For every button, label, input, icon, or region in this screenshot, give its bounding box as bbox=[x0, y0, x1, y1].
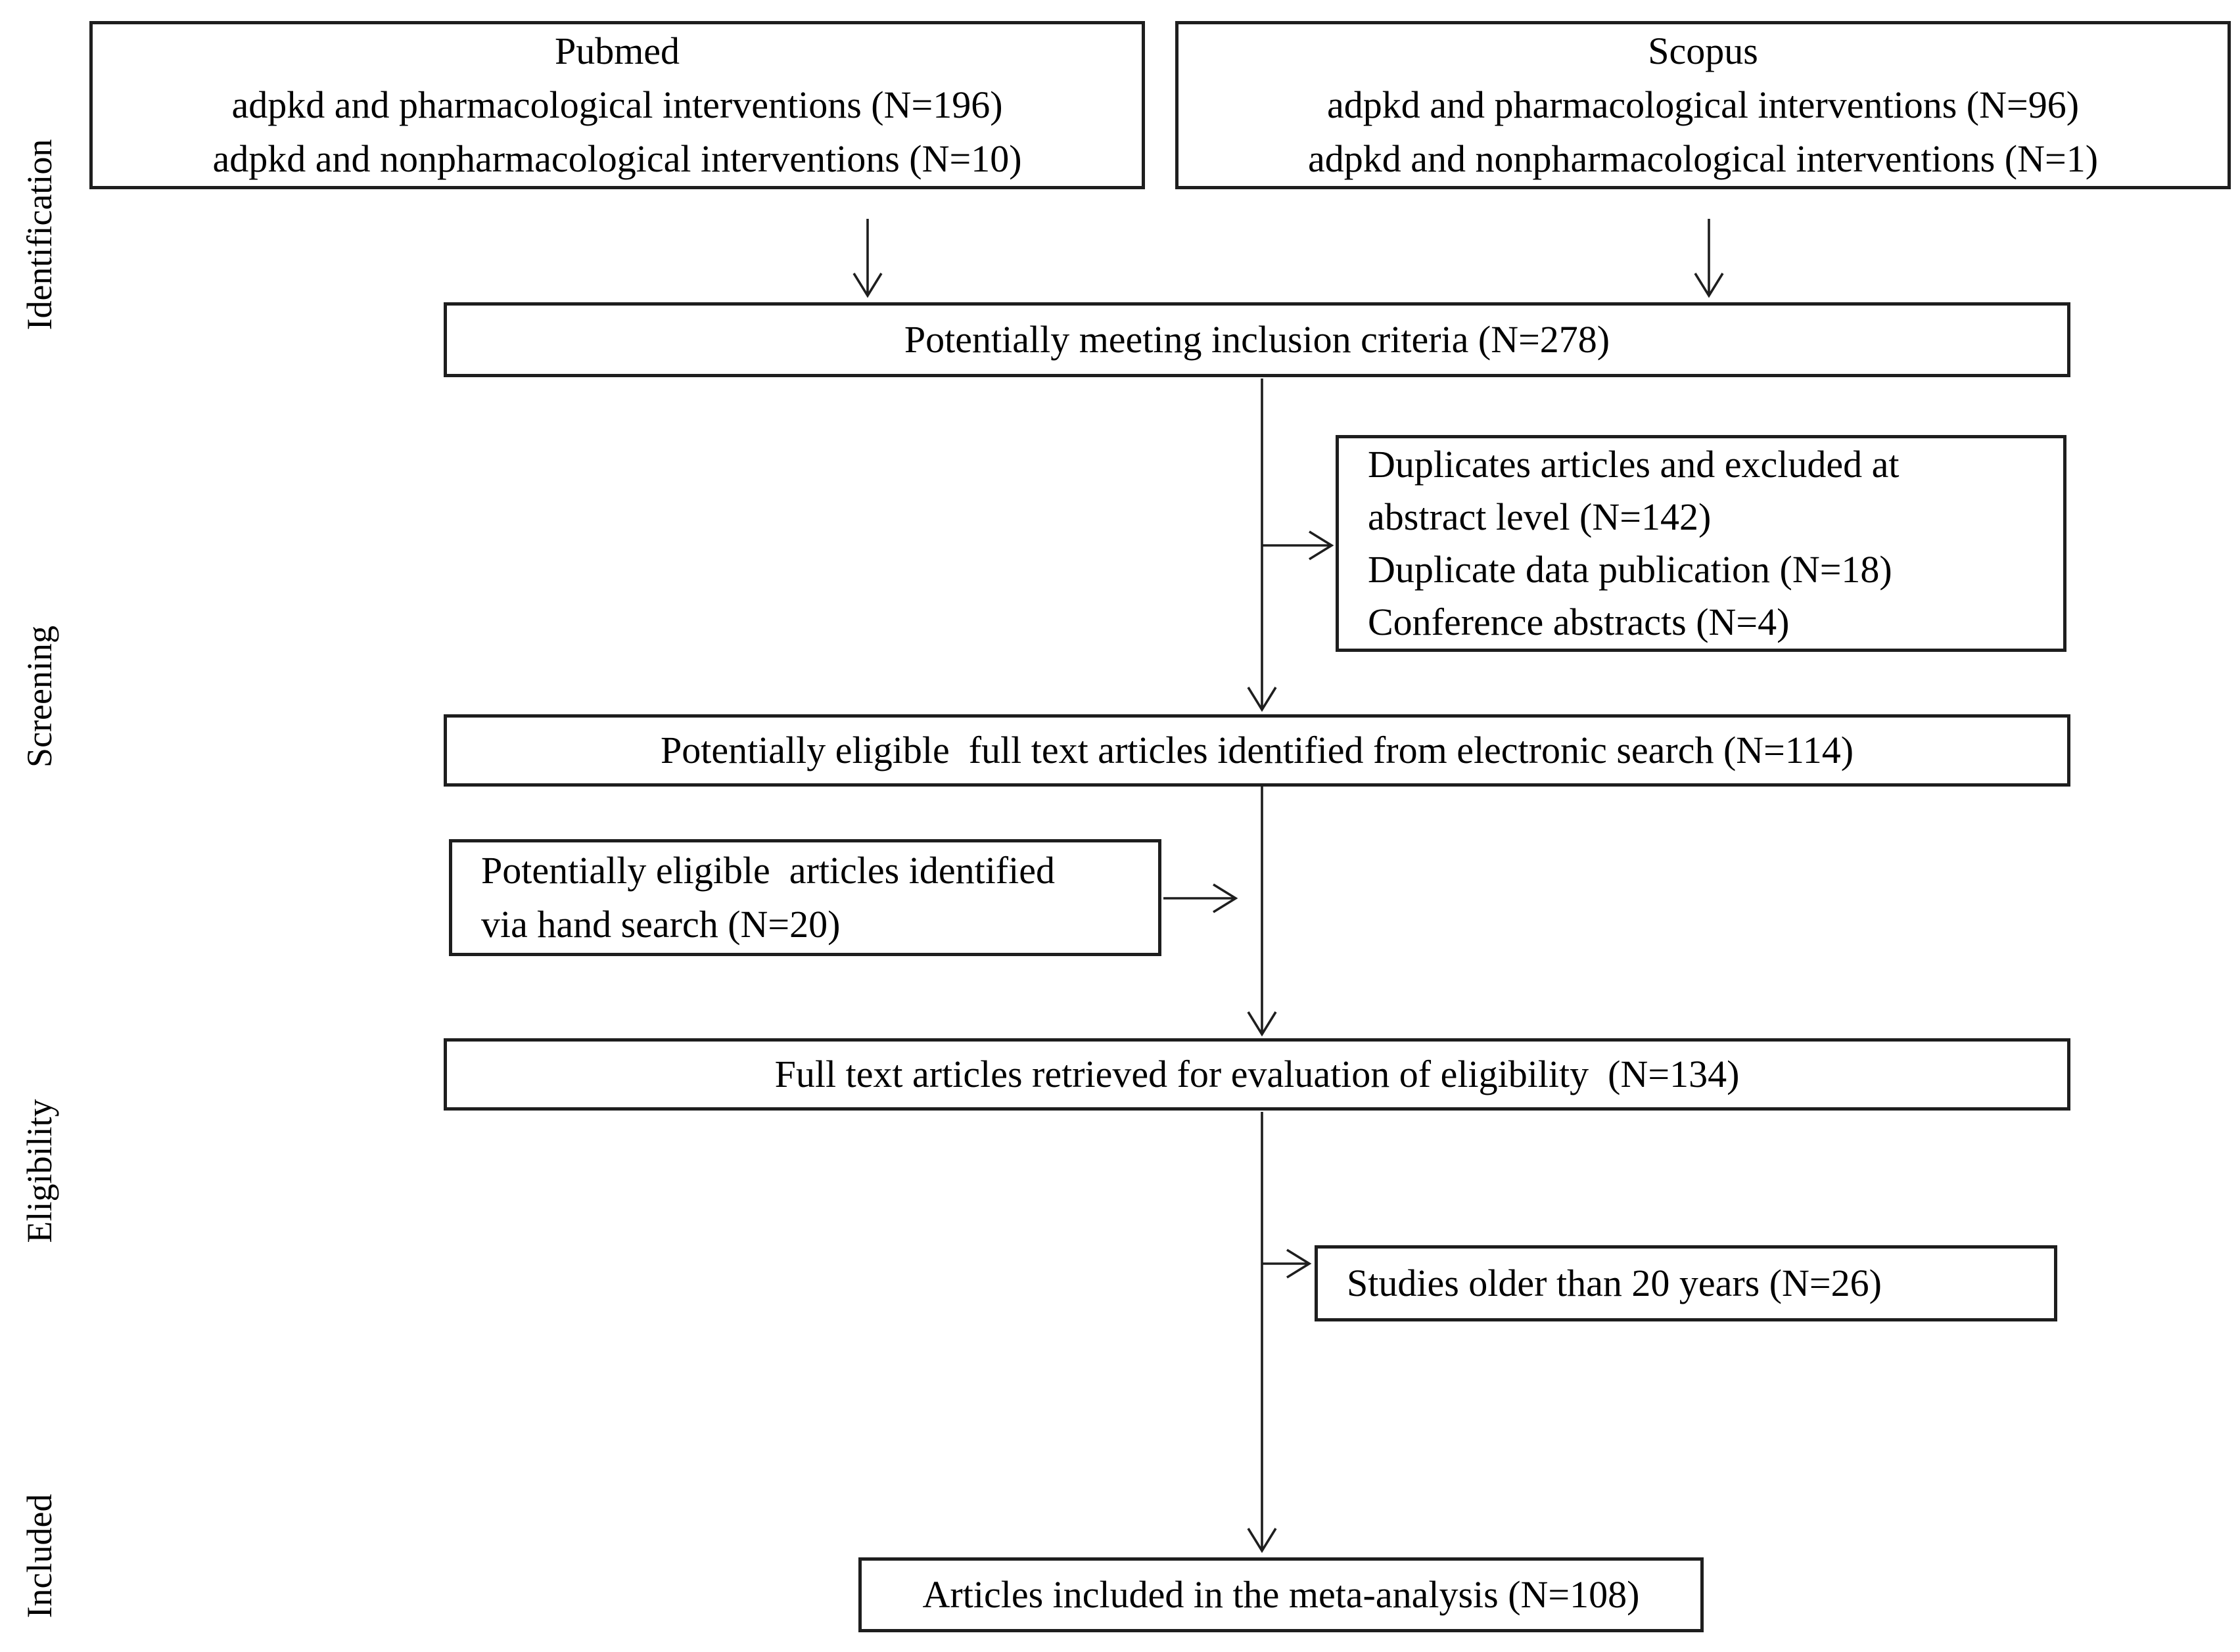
stage-label-included: Included bbox=[20, 1494, 59, 1618]
arrow-branch-to-older-studies bbox=[1262, 1249, 1312, 1279]
meta-analysis-text: Articles included in the meta-analysis (… bbox=[922, 1573, 1640, 1616]
excluded-records-box: Duplicates articles and excluded at abst… bbox=[1336, 435, 2066, 652]
full-text-retrieved-text: Full text articles retrieved for evaluat… bbox=[774, 1053, 1740, 1095]
excluded-line-3: Duplicate data publication (N=18) bbox=[1368, 548, 1892, 591]
scopus-line-1: adpkd and pharmacological interventions … bbox=[1326, 83, 2080, 126]
pubmed-line-2: adpkd and nonpharmacological interventio… bbox=[212, 137, 1022, 180]
arrow-pubmed-to-inclusion bbox=[852, 219, 883, 298]
arrow-inclusion-to-electronic bbox=[1247, 379, 1277, 712]
full-text-retrieved-box: Full text articles retrieved for evaluat… bbox=[444, 1038, 2070, 1111]
pubmed-line-1: adpkd and pharmacological interventions … bbox=[231, 83, 1003, 126]
arrow-electronic-to-fulltext bbox=[1247, 787, 1277, 1037]
hand-search-box: Potentially eligible articles identified… bbox=[449, 839, 1161, 956]
excluded-line-4: Conference abstracts (N=4) bbox=[1368, 601, 1790, 643]
scopus-search-box: Scopus adpkd and pharmacological interve… bbox=[1175, 21, 2231, 189]
hand-search-line-2: via hand search (N=20) bbox=[481, 903, 841, 946]
arrow-fulltext-to-included bbox=[1247, 1112, 1277, 1553]
scopus-line-2: adpkd and nonpharmacological interventio… bbox=[1307, 137, 2099, 180]
arrow-scopus-to-inclusion bbox=[1694, 219, 1724, 298]
excluded-line-1: Duplicates articles and excluded at bbox=[1368, 443, 1900, 486]
electronic-search-box: Potentially eligible full text articles … bbox=[444, 714, 2070, 787]
pubmed-search-box: Pubmed adpkd and pharmacological interve… bbox=[89, 21, 1145, 189]
excluded-line-2: abstract level (N=142) bbox=[1368, 495, 1712, 538]
meta-analysis-included-box: Articles included in the meta-analysis (… bbox=[858, 1557, 1704, 1632]
stage-label-eligibility: Eligibility bbox=[20, 1099, 59, 1243]
stage-label-screening: Screening bbox=[20, 626, 59, 768]
arrow-handsearch-to-flow bbox=[1163, 883, 1238, 913]
arrow-branch-to-excluded bbox=[1262, 530, 1334, 561]
pubmed-title: Pubmed bbox=[554, 30, 680, 72]
hand-search-line-1: Potentially eligible articles identified bbox=[481, 849, 1055, 892]
electronic-search-text: Potentially eligible full text articles … bbox=[660, 729, 1854, 771]
scopus-title: Scopus bbox=[1648, 30, 1758, 72]
older-studies-excluded-box: Studies older than 20 years (N=26) bbox=[1315, 1245, 2057, 1321]
inclusion-criteria-text: Potentially meeting inclusion criteria (… bbox=[904, 318, 1610, 361]
older-studies-text: Studies older than 20 years (N=26) bbox=[1347, 1262, 1882, 1304]
inclusion-criteria-box: Potentially meeting inclusion criteria (… bbox=[444, 302, 2070, 377]
stage-label-identification: Identification bbox=[20, 139, 59, 331]
